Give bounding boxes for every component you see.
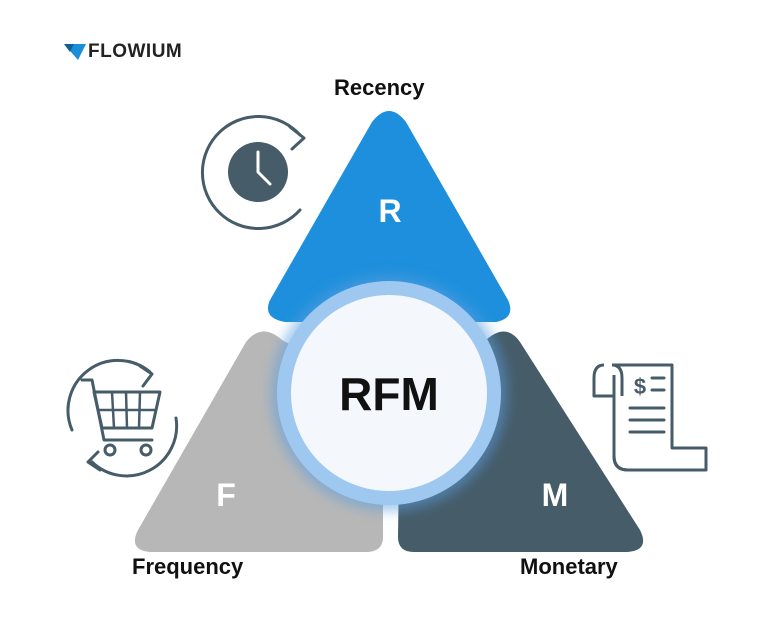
monetary-letter: M — [542, 477, 569, 513]
invoice-receipt-icon: $ — [592, 363, 708, 472]
frequency-letter: F — [216, 477, 236, 513]
frequency-label: Frequency — [132, 554, 244, 579]
center-circle — [291, 295, 487, 491]
flowium-logo-icon — [64, 44, 86, 60]
svg-text:$: $ — [634, 374, 646, 399]
clock-refresh-icon — [200, 115, 306, 230]
recency-label: Recency — [334, 75, 425, 100]
recency-letter: R — [378, 193, 401, 229]
recency-triangle — [267, 111, 511, 322]
brand-logo: FLOWIUM — [64, 40, 182, 64]
center-label: RFM — [339, 368, 439, 420]
shopping-cart-refresh-icon — [66, 358, 179, 478]
monetary-label: Monetary — [520, 554, 618, 579]
brand-name: FLOWIUM — [88, 41, 183, 62]
